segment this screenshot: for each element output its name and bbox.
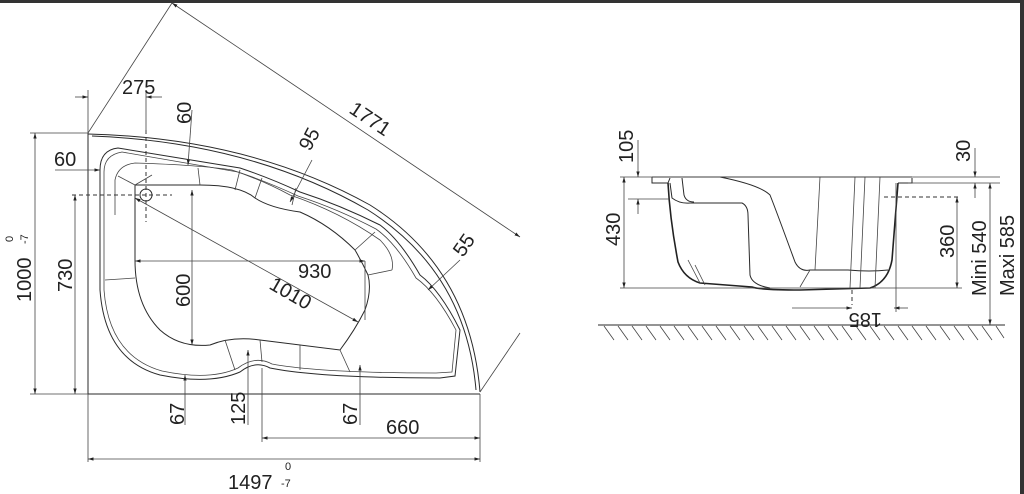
dim-67-left: 67 — [167, 403, 189, 425]
dimension-lines — [30, 2, 521, 462]
dim-930: 930 — [298, 261, 331, 283]
dim-430: 430 — [603, 213, 625, 246]
side-view: 105 430 30 360 Mini 540 Maxi 585 185 — [598, 130, 1019, 341]
dim-1000-tol-upper: 0 — [4, 236, 16, 242]
dim-30: 30 — [953, 140, 975, 162]
dim-275: 275 — [122, 77, 155, 99]
floor — [598, 324, 1005, 341]
dim-67-right: 67 — [340, 403, 362, 425]
plan-view: 275 60 1771 95 60 55 930 600 1010 730 10… — [4, 2, 521, 494]
tub-outline — [72, 2, 521, 395]
dim-1000: 1000 — [14, 258, 36, 303]
dim-125: 125 — [228, 392, 250, 425]
dim-730: 730 — [55, 259, 77, 292]
tub-profile — [651, 176, 913, 291]
dim-105: 105 — [616, 130, 638, 163]
dim-600: 600 — [173, 274, 195, 307]
dim-660: 660 — [386, 417, 419, 439]
dim-1000-tol-lower: -7 — [19, 234, 31, 244]
dim-1000-group: 1000 0 -7 — [4, 234, 36, 302]
top-frame-bar — [0, 0, 1024, 3]
dim-1497-group: 1497 0 -7 — [228, 461, 291, 494]
dim-1497: 1497 — [228, 472, 273, 494]
dim-95: 95 — [295, 124, 325, 154]
side-dimension-lines — [620, 140, 1000, 325]
dim-maxi-585: Maxi 585 — [997, 215, 1019, 296]
dim-60-top: 60 — [174, 102, 196, 124]
dim-55: 55 — [449, 230, 480, 261]
dim-60-left: 60 — [54, 149, 76, 171]
dim-185: 185 — [849, 308, 882, 330]
dim-1497-tol-upper: 0 — [285, 461, 291, 473]
dim-360: 360 — [937, 225, 959, 258]
dim-1497-tol-lower: -7 — [281, 478, 291, 490]
dim-mini-540: Mini 540 — [969, 220, 991, 296]
right-frame-bar — [1020, 0, 1024, 494]
dim-1771: 1771 — [345, 98, 394, 141]
